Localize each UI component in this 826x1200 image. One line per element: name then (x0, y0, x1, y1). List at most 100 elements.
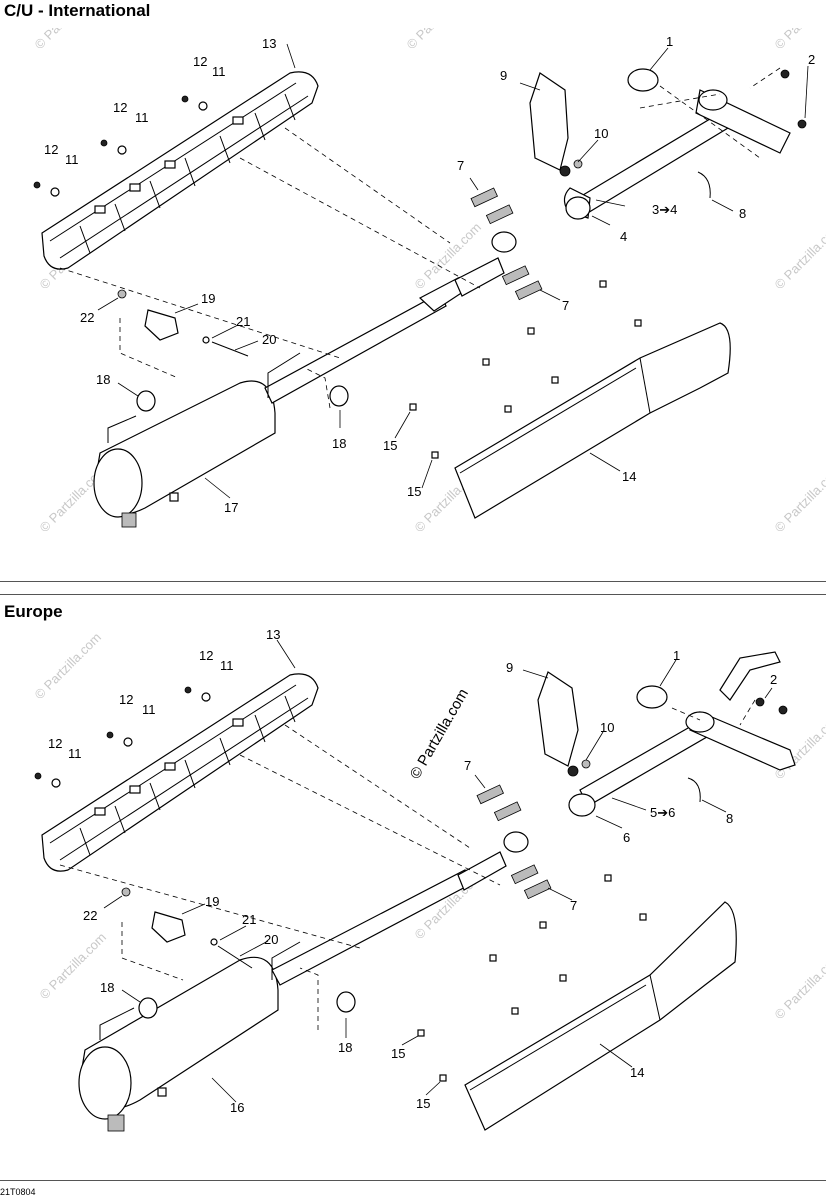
footer-divider (0, 1180, 826, 1181)
callout-12: 12 (199, 648, 213, 663)
nut-22 (117, 289, 127, 299)
callout-21: 21 (236, 314, 250, 329)
clips-15 (409, 280, 642, 459)
callout-12: 12 (44, 142, 58, 157)
section-title-cu-international: C/U - International (4, 1, 151, 20)
muffler-17 (93, 231, 517, 528)
callout-8: 8 (726, 811, 733, 826)
section-title-europe: Europe (4, 602, 63, 621)
washer-21 (210, 938, 218, 946)
callout-2: 2 (770, 672, 777, 687)
callout-18: 18 (338, 1040, 352, 1055)
watermark-large: © Partzilla.com (407, 686, 472, 782)
callout-7: 7 (457, 158, 464, 173)
callout-7: 7 (570, 898, 577, 913)
gasket-1 (636, 685, 668, 709)
shield-screws (34, 686, 211, 788)
springs-7 (470, 187, 543, 301)
callout-18: 18 (96, 372, 110, 387)
bolt-20 (217, 945, 253, 969)
watermark: © Partzilla.com (404, 28, 477, 52)
callout-6: 6 (623, 830, 630, 845)
callout-8: 8 (739, 206, 746, 221)
clips-15 (417, 874, 647, 1082)
drawing-code: 21T0804 (0, 1187, 36, 1197)
callout-11: 11 (135, 110, 149, 125)
muffler-16 (78, 831, 529, 1132)
callout-3-4: 3➔4 (652, 202, 677, 217)
exploded-diagram-cu-international: © Partzilla.com © Partzilla.com © Partzi… (32, 28, 826, 535)
callout-10: 10 (600, 720, 614, 735)
callout-16: 16 (230, 1100, 244, 1115)
watermark: © Partzilla.com (772, 220, 826, 293)
callout-13: 13 (262, 36, 276, 51)
watermark: © Partzilla.com (772, 28, 826, 52)
rubber-mount-18 (336, 991, 356, 1013)
watermark: © Partzilla.com (32, 28, 105, 52)
callout-17: 17 (224, 500, 238, 515)
rubber-mount-18 (329, 385, 349, 407)
bracket-19 (144, 309, 179, 341)
bolt-20 (211, 341, 249, 357)
callout-9: 9 (500, 68, 507, 83)
watermark: © Partzilla.com (37, 930, 110, 1003)
callout-22: 22 (80, 310, 94, 325)
callout-18: 18 (332, 436, 346, 451)
callout-7: 7 (562, 298, 569, 313)
callout-13: 13 (266, 630, 280, 642)
callout-20: 20 (262, 332, 276, 347)
callout-14: 14 (630, 1065, 644, 1080)
callout-1: 1 (666, 34, 673, 49)
hose-8 (687, 777, 701, 803)
callout-4: 4 (620, 229, 627, 244)
assembly-lines (59, 699, 756, 1030)
callout-7: 7 (464, 758, 471, 773)
bracket-9 (529, 72, 569, 171)
leader-lines (103, 639, 773, 1103)
assembly-lines (59, 67, 781, 409)
callout-labels: 1 2 5➔6 6 7 7 8 9 10 11 11 11 12 12 12 1… (48, 630, 777, 1115)
watermark: © Partzilla.com (32, 630, 105, 702)
callout-12: 12 (48, 736, 62, 751)
bolt-10 (581, 759, 591, 769)
springs-7 (476, 784, 552, 900)
exhaust-pipe-5-6 (568, 651, 796, 817)
callout-11: 11 (68, 746, 82, 761)
exhaust-pipe-3-4 (563, 89, 791, 220)
callout-9: 9 (506, 660, 513, 675)
callout-18: 18 (100, 980, 114, 995)
callout-22: 22 (83, 908, 97, 923)
leader-lines (97, 43, 809, 499)
callout-11: 11 (220, 658, 234, 673)
callout-11: 11 (65, 152, 79, 167)
callout-19: 19 (201, 291, 215, 306)
callout-15: 15 (383, 438, 397, 453)
nut-22 (121, 887, 131, 897)
callout-11: 11 (212, 64, 226, 79)
section-divider (0, 594, 826, 595)
callout-2: 2 (808, 52, 815, 67)
callout-12: 12 (119, 692, 133, 707)
heat-shield-13 (41, 71, 319, 270)
callout-11: 11 (142, 702, 156, 717)
bracket-19 (151, 911, 186, 943)
callout-12: 12 (193, 54, 207, 69)
bracket-9 (537, 671, 579, 767)
callout-19: 19 (205, 894, 219, 909)
nut-2 (797, 119, 807, 129)
callout-10: 10 (594, 126, 608, 141)
callout-20: 20 (264, 932, 278, 947)
heat-shield-14 (464, 901, 737, 1131)
callout-21: 21 (242, 912, 256, 927)
hose-8 (697, 171, 711, 199)
exploded-diagram-europe: © Partzilla.com © Partzilla.com © Partzi… (32, 630, 826, 1132)
rubber-mount-18 (136, 390, 156, 412)
washer-21 (202, 336, 210, 344)
callout-labels: 1 2 3➔4 4 7 7 8 9 10 11 11 11 12 12 12 1… (44, 34, 815, 515)
heat-shield-13 (41, 673, 319, 872)
bolt-10 (559, 165, 571, 177)
nut-2 (780, 69, 790, 79)
nut-2 (755, 697, 765, 707)
nut-2 (778, 705, 788, 715)
callout-12: 12 (113, 100, 127, 115)
